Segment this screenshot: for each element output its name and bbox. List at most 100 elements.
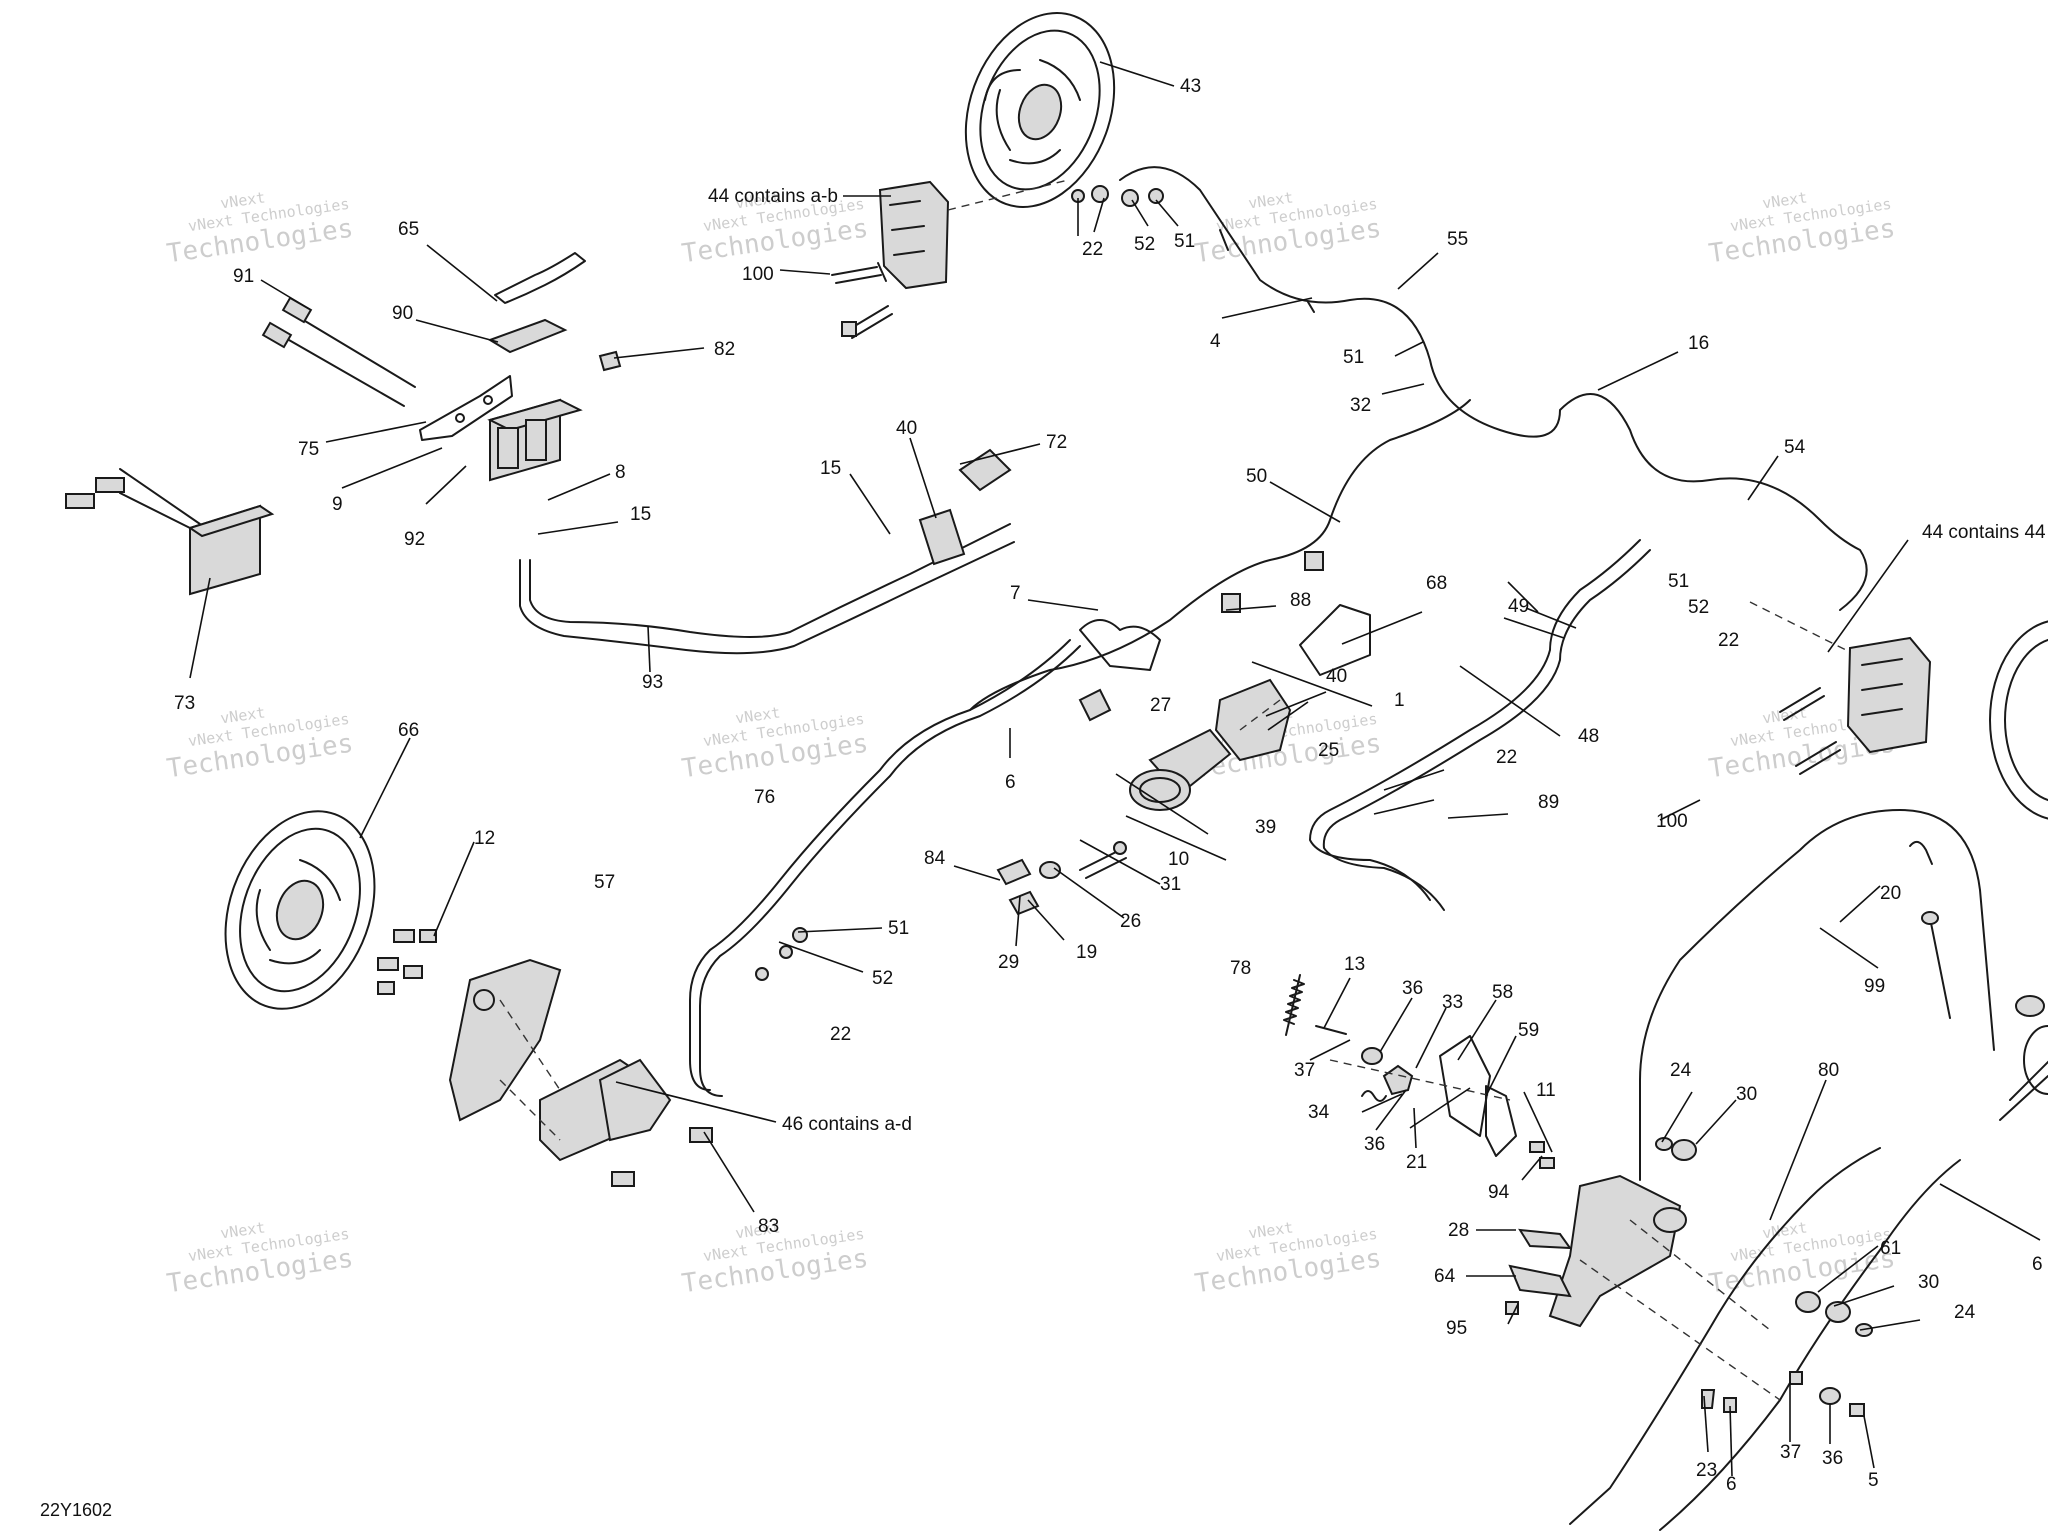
callout-73: 73 (174, 693, 195, 714)
washers-24-30 (1655, 1137, 1873, 1337)
callout-20: 20 (1880, 883, 1901, 904)
callout-1: 1 (1394, 690, 1405, 711)
callout-11: 11 (1536, 1080, 1556, 1101)
callout-12: 12 (474, 828, 495, 849)
brake-line-93 (529, 523, 1011, 638)
callout-49: 49 (1508, 596, 1529, 617)
brake-disc-front-top (964, 12, 1116, 208)
callout-65: 65 (398, 219, 419, 240)
brake-line-76 (689, 639, 1071, 1091)
clip-65 (494, 252, 586, 304)
leader-lines (189, 61, 2041, 1477)
callout-90: 90 (392, 303, 413, 324)
callout-64: 64 (1434, 1266, 1456, 1287)
callout-83: 83 (758, 1216, 779, 1237)
callout-58: 58 (1492, 982, 1513, 1003)
callout-68: 68 (1426, 573, 1447, 594)
callout-44-contains-a-b: 44 contains a-b (708, 186, 838, 207)
callout-72: 72 (1046, 432, 1067, 453)
callout-40-mid: 40 (1326, 666, 1347, 687)
callout-82: 82 (714, 339, 735, 360)
clip-82 (598, 350, 622, 372)
pin-99 (1921, 911, 1951, 1019)
callout-76: 76 (754, 787, 775, 808)
junction-block-27 (1078, 619, 1161, 722)
callout-27: 27 (1150, 695, 1171, 716)
callout-92: 92 (404, 529, 425, 550)
callout-40-top: 40 (896, 418, 917, 439)
brake-line-50 (969, 399, 1471, 711)
cable-20 (1639, 809, 1995, 1181)
callout-44-contains-44: 44 contains 44 (1922, 522, 2046, 543)
abs-module-73 (65, 468, 275, 596)
watermark: vNext vNext Technologies Technologies (165, 188, 355, 269)
callout-54: 54 (1784, 437, 1806, 458)
callout-88: 88 (1290, 590, 1311, 611)
callout-51-low: 51 (888, 918, 909, 939)
callout-95: 95 (1446, 1318, 1467, 1339)
brake-caliper-rear (539, 1058, 672, 1162)
pushrod-31-10 (1079, 841, 1127, 879)
brake-pedal (1505, 1174, 1687, 1328)
callout-29: 29 (998, 952, 1019, 973)
spacer-72 (958, 448, 1012, 492)
callout-89: 89 (1538, 792, 1559, 813)
callout-22-mid: 22 (1496, 747, 1517, 768)
fittings-lower (755, 927, 808, 981)
callout-100-r: 100 (1656, 811, 1688, 832)
callout-15-a: 15 (630, 504, 651, 525)
callout-10: 10 (1168, 849, 1189, 870)
callout-32: 32 (1350, 395, 1371, 416)
callout-16: 16 (1688, 333, 1709, 354)
callout-43: 43 (1180, 76, 1201, 97)
bushing-33 (1382, 1064, 1414, 1096)
callout-8: 8 (615, 462, 626, 483)
callout-57: 57 (594, 872, 615, 893)
callout-labels: 43 44 contains a-b 22 52 51 100 65 91 90… (174, 76, 2046, 1495)
brake-line-49 (1309, 539, 1641, 901)
callout-24-b: 24 (1954, 1302, 1976, 1323)
callout-100: 100 (742, 264, 774, 285)
callout-51: 51 (1174, 231, 1195, 252)
callout-93: 93 (642, 672, 663, 693)
callout-66: 66 (398, 720, 419, 741)
callout-46-contains-a-d: 46 contains a-d (782, 1114, 912, 1135)
watermark: vNext vNext Technologies Technologies (1193, 188, 1383, 269)
abs-unit (487, 398, 583, 482)
nut-26 (1039, 861, 1061, 879)
watermark: vNext vNext Technologies Technologies (680, 703, 870, 784)
callout-84: 84 (924, 848, 946, 869)
bolts-83 (611, 1127, 713, 1187)
alignment-lines (499, 179, 1851, 1401)
callout-52: 52 (1134, 234, 1155, 255)
watermarks: vNext vNext Technologies Technologies vN… (165, 188, 1897, 1299)
watermark: vNext vNext Technologies Technologies (1193, 1218, 1383, 1299)
parts (65, 12, 2048, 1531)
callout-34: 34 (1308, 1102, 1330, 1123)
callout-7: 7 (1010, 583, 1021, 604)
watermark: vNext vNext Technologies Technologies (1707, 188, 1897, 269)
caliper-bracket-57 (448, 958, 562, 1122)
cable-80-b (1659, 1159, 1961, 1531)
bolts-100-right (1779, 687, 1841, 775)
sensor-cables-91 (261, 296, 416, 407)
callout-51-mid: 51 (1343, 347, 1364, 368)
brake-disc-rear (224, 810, 376, 1010)
callout-80: 80 (1818, 1060, 1839, 1081)
callout-30-a: 30 (1736, 1084, 1757, 1105)
bracket-59 (1485, 1085, 1517, 1157)
callout-99: 99 (1864, 976, 1885, 997)
clip-20 (1909, 840, 1933, 865)
callout-39: 39 (1255, 817, 1276, 838)
callout-30-b: 30 (1918, 1272, 1939, 1293)
callout-52-low: 52 (872, 968, 893, 989)
callout-23: 23 (1696, 1460, 1717, 1481)
callout-6-low: 6 (1726, 1474, 1737, 1495)
callout-55: 55 (1447, 229, 1468, 250)
valve-40-top (918, 508, 966, 566)
callout-36-a: 36 (1402, 978, 1423, 999)
callout-36-c: 36 (1822, 1448, 1843, 1469)
callout-28: 28 (1448, 1220, 1469, 1241)
brake-line-76-b (699, 645, 1081, 1097)
callout-94: 94 (1488, 1182, 1510, 1203)
